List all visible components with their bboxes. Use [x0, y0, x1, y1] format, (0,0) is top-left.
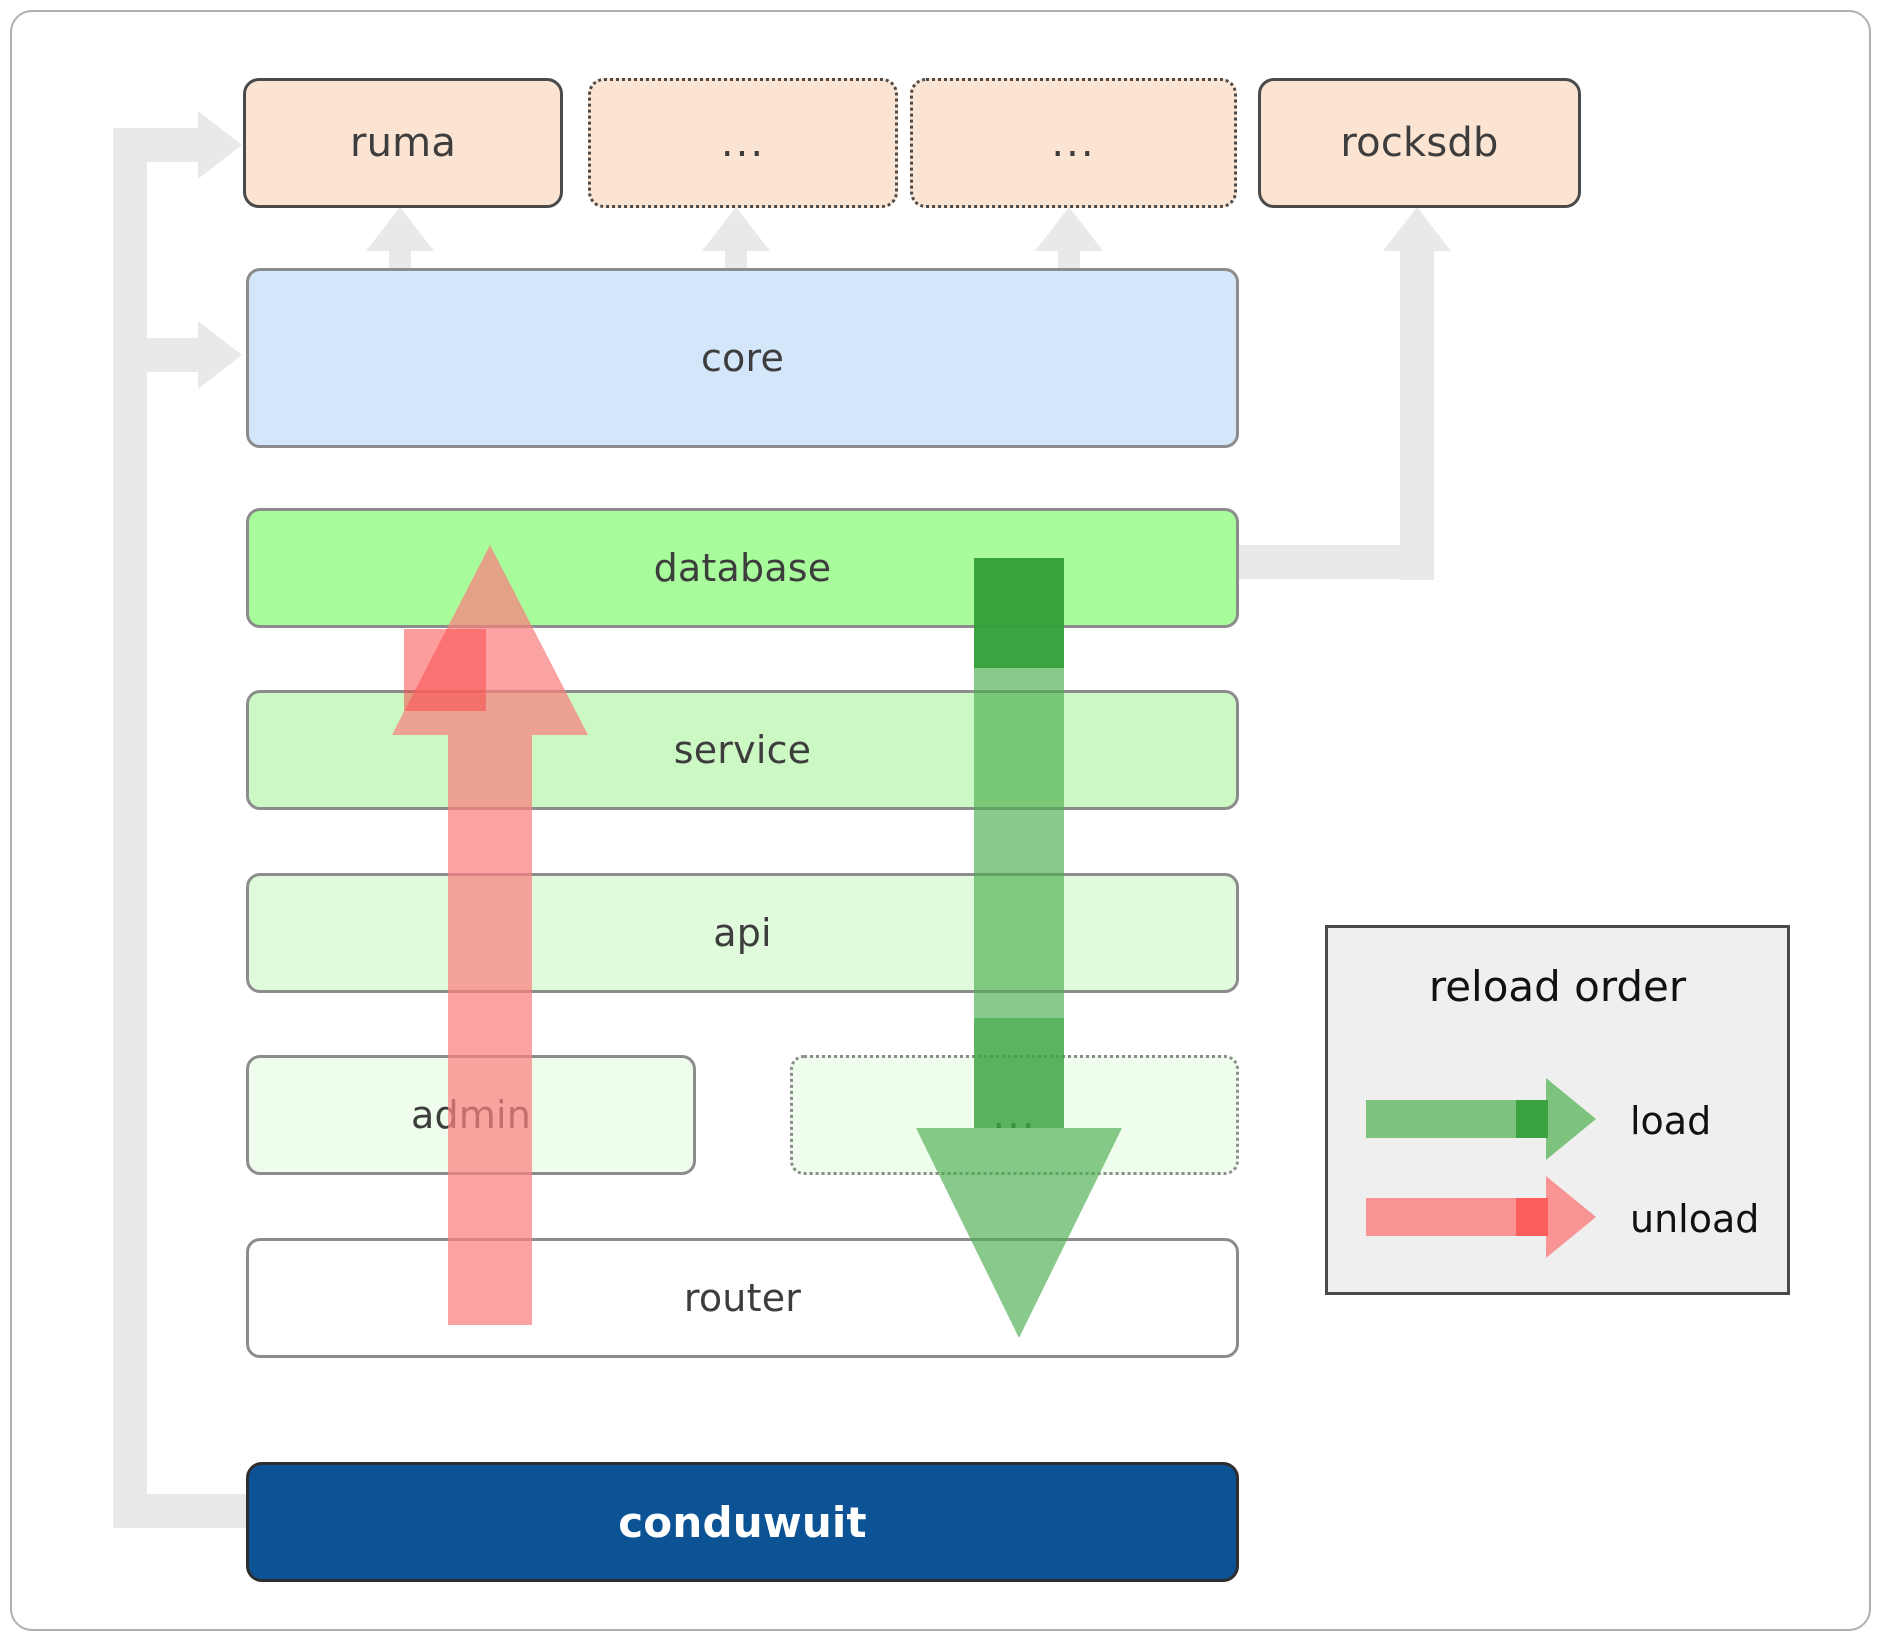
legend-label-unload: unload: [1630, 1197, 1760, 1241]
layer-box-database[interactable]: database: [246, 508, 1239, 628]
dependency-label-ruma: ruma: [349, 120, 457, 166]
connector-arrow-ruma: [198, 111, 242, 179]
connector-database-to-right: [1225, 545, 1415, 579]
legend-load-arrow-icon: [1366, 1078, 1596, 1164]
layer-box-core[interactable]: core: [246, 268, 1239, 448]
dependency-label-rocksdb: rocksdb: [1340, 120, 1499, 166]
flow-arrow-load: [916, 558, 1122, 1338]
flow-arrow-unload: [392, 545, 588, 1325]
dependency-label-2: ...: [720, 120, 766, 166]
binary-box-conduwuit[interactable]: conduwuit: [246, 1462, 1239, 1582]
dependency-box-2[interactable]: ...: [588, 78, 898, 208]
connector-arrow-core-dep2: [702, 207, 770, 251]
connector-right-riser: [1400, 250, 1434, 580]
legend-title: reload order: [1428, 962, 1687, 1011]
legend-row-unload: unload: [1366, 1176, 1759, 1262]
layer-label-service: service: [673, 728, 812, 772]
connector-spine-to-ruma: [113, 128, 203, 162]
legend-row-load: load: [1366, 1078, 1711, 1164]
layer-label-router: router: [683, 1276, 802, 1320]
connector-conduwuit-to-spine: [113, 1494, 253, 1528]
layer-label-database: database: [653, 546, 832, 590]
dependency-box-3[interactable]: ...: [910, 78, 1237, 208]
connector-arrow-core-dep3: [1035, 207, 1103, 251]
connector-spine-to-core: [113, 338, 203, 372]
layer-label-api: api: [713, 911, 772, 955]
connector-arrow-rocksdb: [1383, 207, 1451, 251]
layer-label-core: core: [700, 336, 785, 380]
legend-label-load: load: [1630, 1099, 1712, 1143]
connector-arrow-core-ruma: [366, 207, 434, 251]
binary-label-conduwuit: conduwuit: [618, 1497, 867, 1547]
dependency-label-3: ...: [1051, 120, 1096, 166]
dependency-box-rocksdb[interactable]: rocksdb: [1258, 78, 1581, 208]
legend-panel: reload order load unload: [1325, 925, 1790, 1295]
dependency-box-ruma[interactable]: ruma: [243, 78, 563, 208]
layer-box-router[interactable]: router: [246, 1238, 1239, 1358]
layer-box-api[interactable]: api: [246, 873, 1239, 993]
connector-arrow-core: [198, 321, 242, 389]
legend-unload-arrow-icon: [1366, 1176, 1596, 1262]
